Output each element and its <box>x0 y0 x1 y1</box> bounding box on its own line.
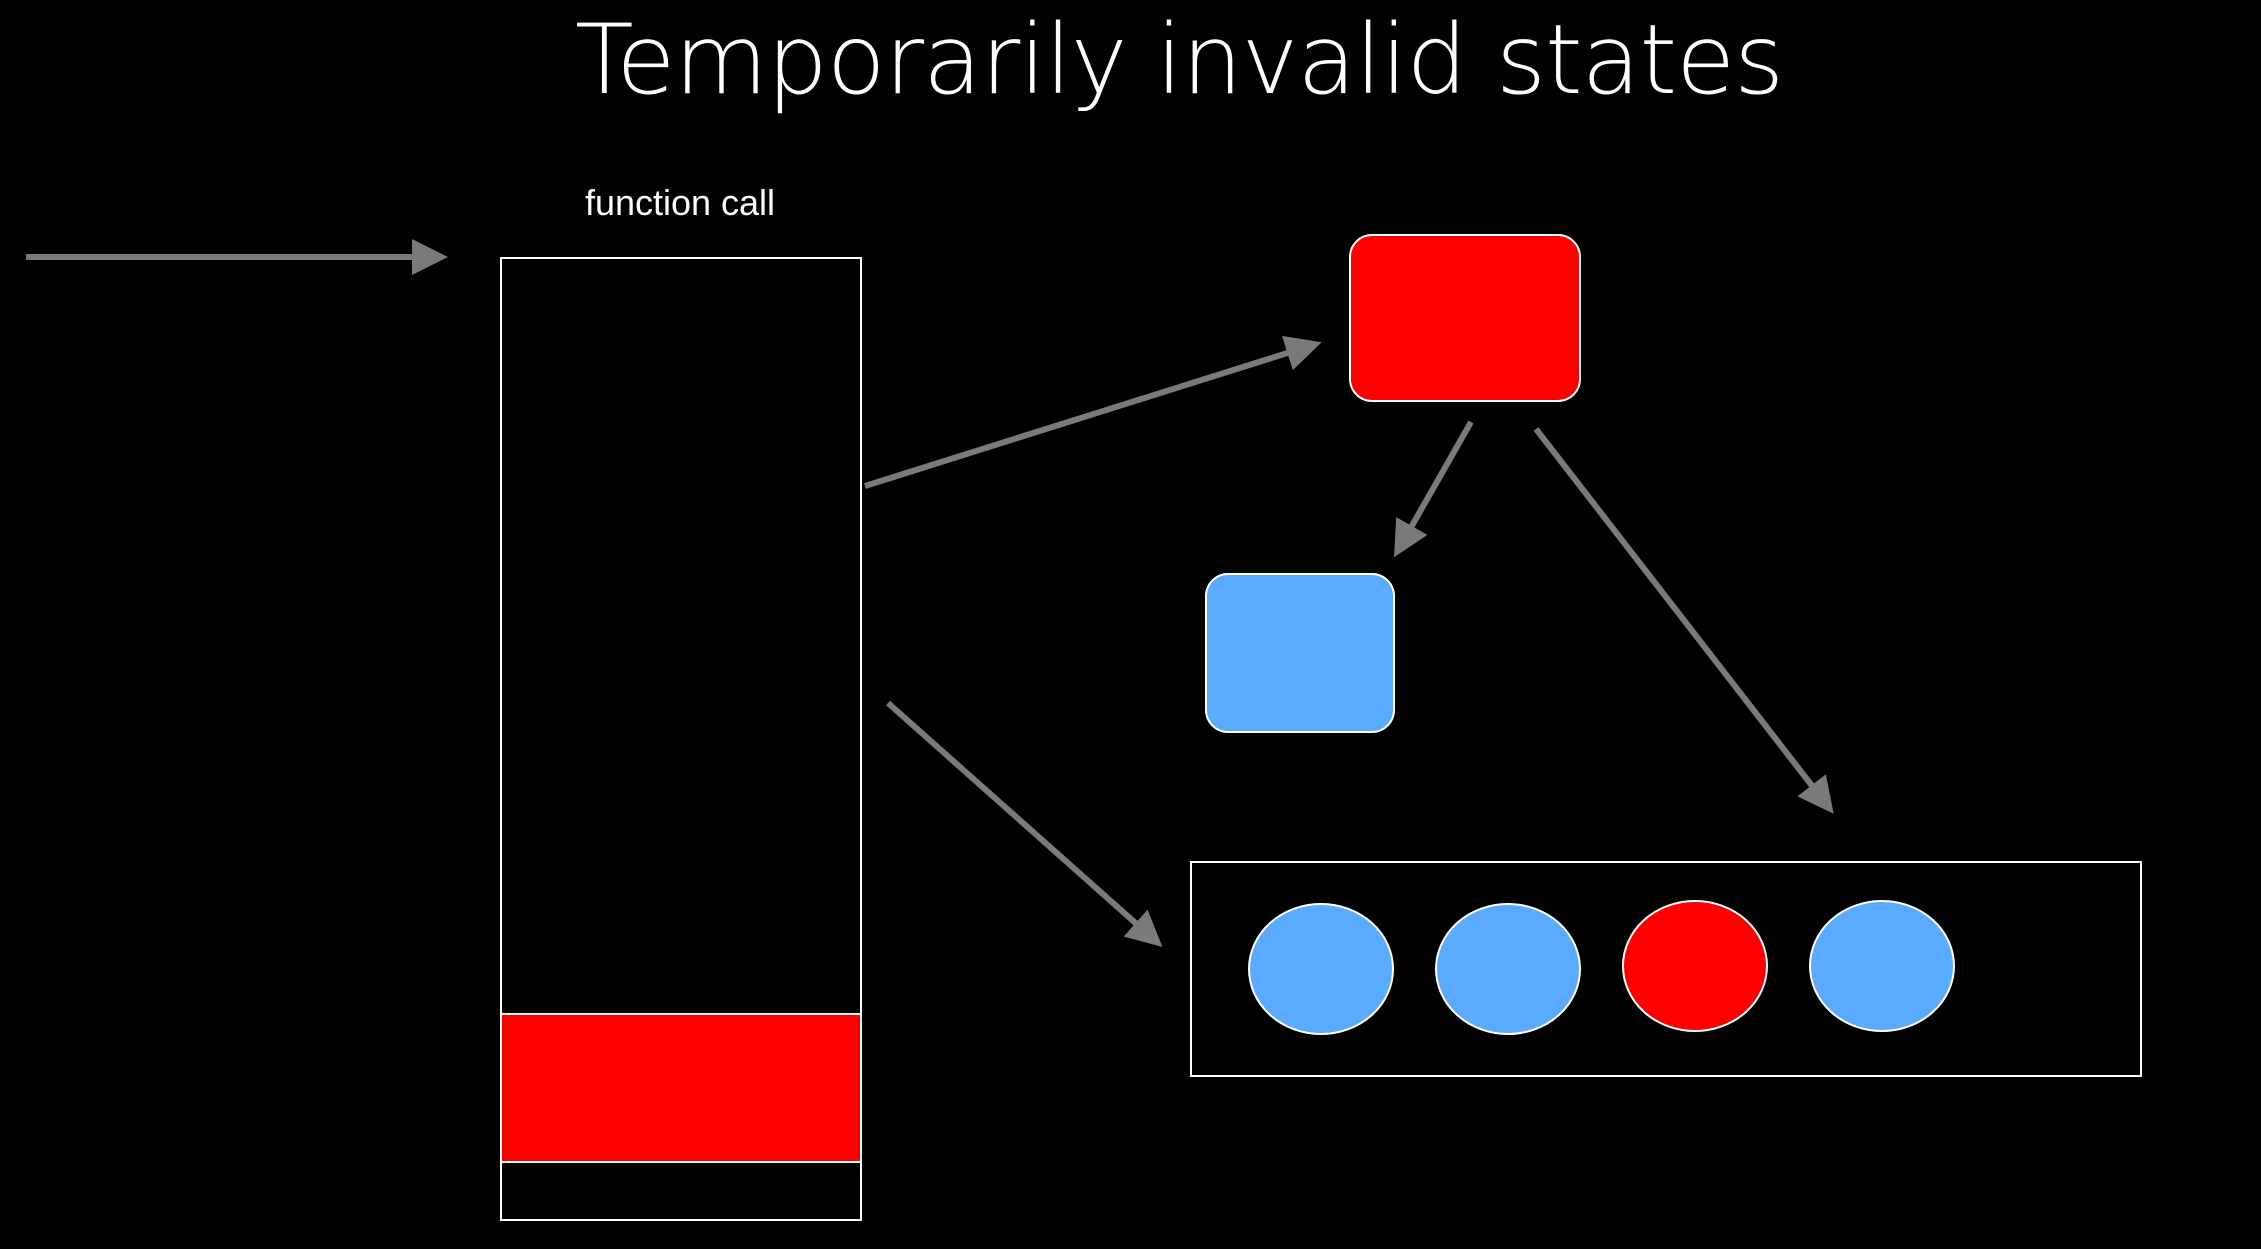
array-element-4 <box>1809 900 1955 1032</box>
array-element-3 <box>1622 900 1768 1032</box>
slide-title: Temporarily invalid states <box>575 4 1784 116</box>
function-call-caption: function call <box>584 182 776 223</box>
top-object-box <box>1349 234 1581 402</box>
frame-to-object-arrow <box>864 335 1322 489</box>
array-elements <box>1248 900 1955 1035</box>
child-object-box <box>1205 573 1395 733</box>
array-element-2 <box>1435 903 1581 1035</box>
object-to-child-arrow <box>1394 420 1474 558</box>
frame-to-array-arrow <box>886 700 1163 947</box>
array-element-1 <box>1248 903 1394 1035</box>
stack-frame-invalid-slot <box>500 1013 862 1163</box>
object-to-array-arrow <box>1533 427 1834 814</box>
